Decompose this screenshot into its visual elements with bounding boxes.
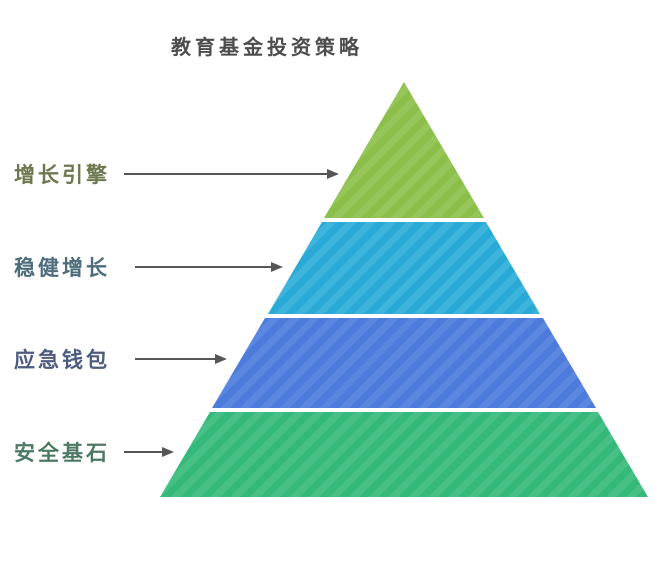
arrow-head xyxy=(215,354,227,364)
arrow-line xyxy=(135,266,271,268)
label-row-steady-growth: 稳健增长 xyxy=(14,253,283,281)
arrow-head xyxy=(162,447,174,457)
pyramid-level-safety-foundation xyxy=(160,412,648,497)
arrow-right-icon xyxy=(124,169,339,179)
arrow-right-icon xyxy=(135,262,283,272)
arrow-head xyxy=(271,262,283,272)
label-row-growth-engine: 增长引擎 xyxy=(14,160,339,188)
pyramid-level-emergency-wallet xyxy=(212,318,596,408)
pyramid xyxy=(160,82,648,497)
pyramid-level-steady-growth xyxy=(268,222,540,314)
arrow-line xyxy=(124,451,162,453)
level-label: 增长引擎 xyxy=(14,164,110,187)
label-row-safety-foundation: 安全基石 xyxy=(14,438,174,466)
level-label: 安全基石 xyxy=(14,442,110,465)
label-row-emergency-wallet: 应急钱包 xyxy=(14,345,227,373)
chart-title: 教育基金投资策略 xyxy=(171,37,363,59)
level-label: 稳健增长 xyxy=(14,257,110,280)
arrow-right-icon xyxy=(124,447,174,457)
level-label: 应急钱包 xyxy=(14,349,110,372)
arrow-line xyxy=(124,173,327,175)
arrow-head xyxy=(327,169,339,179)
arrow-line xyxy=(135,358,215,360)
arrow-right-icon xyxy=(135,354,227,364)
